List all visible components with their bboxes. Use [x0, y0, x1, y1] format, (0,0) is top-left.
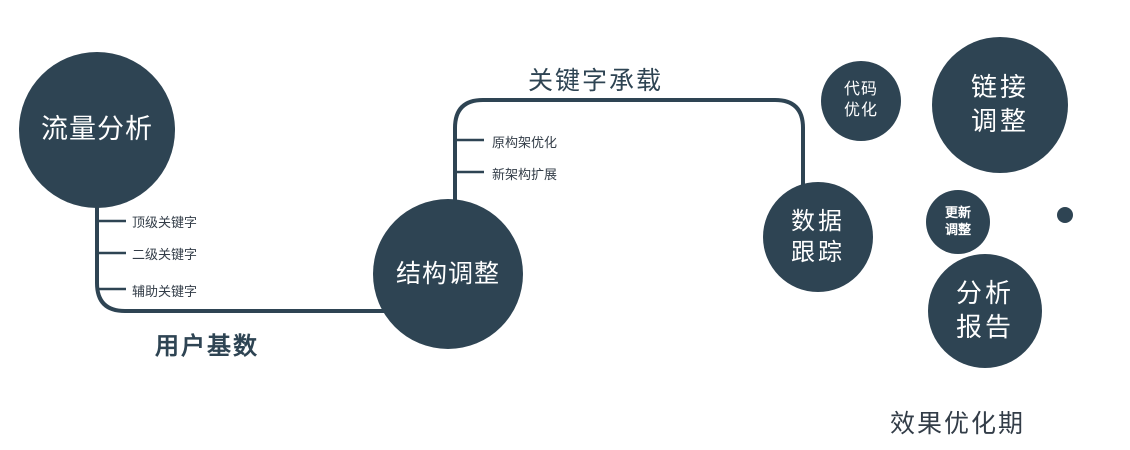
branch-label-auxiliary-keyword: 辅助关键字 [132, 284, 198, 299]
node-analysis-report-line1: 分析 [955, 278, 1014, 309]
node-structure-adjustment-label: 结构调整 [395, 259, 500, 288]
edge-label-keyword-load: 关键字承载 [528, 67, 664, 95]
node-code-optimization: 代码 优化 [821, 61, 901, 141]
node-analysis-report: 分析 报告 [928, 254, 1042, 368]
branch-label-new-framework-expansion: 新架构扩展 [492, 167, 558, 182]
node-structure-adjustment: 结构调整 [373, 199, 523, 349]
node-traffic-analysis: 流量分析 [19, 52, 175, 208]
node-traffic-analysis-label: 流量分析 [41, 114, 153, 145]
node-data-tracking: 数据 跟踪 [763, 182, 873, 292]
node-code-optimization-line1: 代码 [843, 81, 878, 99]
node-update-adjustment-line1: 更新 [944, 205, 971, 221]
edge-keyword-load-path [453, 98, 805, 215]
node-link-adjustment-line2: 调整 [970, 106, 1029, 136]
edge-label-user-base: 用户基数 [155, 333, 259, 360]
bullet-dot [1057, 207, 1073, 223]
node-data-tracking-line2: 跟踪 [791, 239, 845, 266]
diagram-caption: 效果优化期 [890, 410, 1026, 438]
branch-label-top-keyword: 顶级关键字 [132, 215, 198, 230]
branch-label-original-framework-optimization: 原构架优化 [492, 135, 558, 150]
node-data-tracking-line1: 数据 [791, 207, 845, 235]
node-update-adjustment: 更新 调整 [926, 190, 990, 254]
node-link-adjustment: 链接 调整 [932, 37, 1068, 173]
branch-label-secondary-keyword: 二级关键字 [132, 247, 198, 262]
node-update-adjustment-line2: 调整 [944, 222, 971, 237]
node-code-optimization-line2: 优化 [843, 102, 878, 119]
node-analysis-report-line2: 报告 [955, 312, 1014, 342]
node-link-adjustment-line1: 链接 [970, 72, 1029, 103]
edge-user-base-path [95, 150, 450, 313]
